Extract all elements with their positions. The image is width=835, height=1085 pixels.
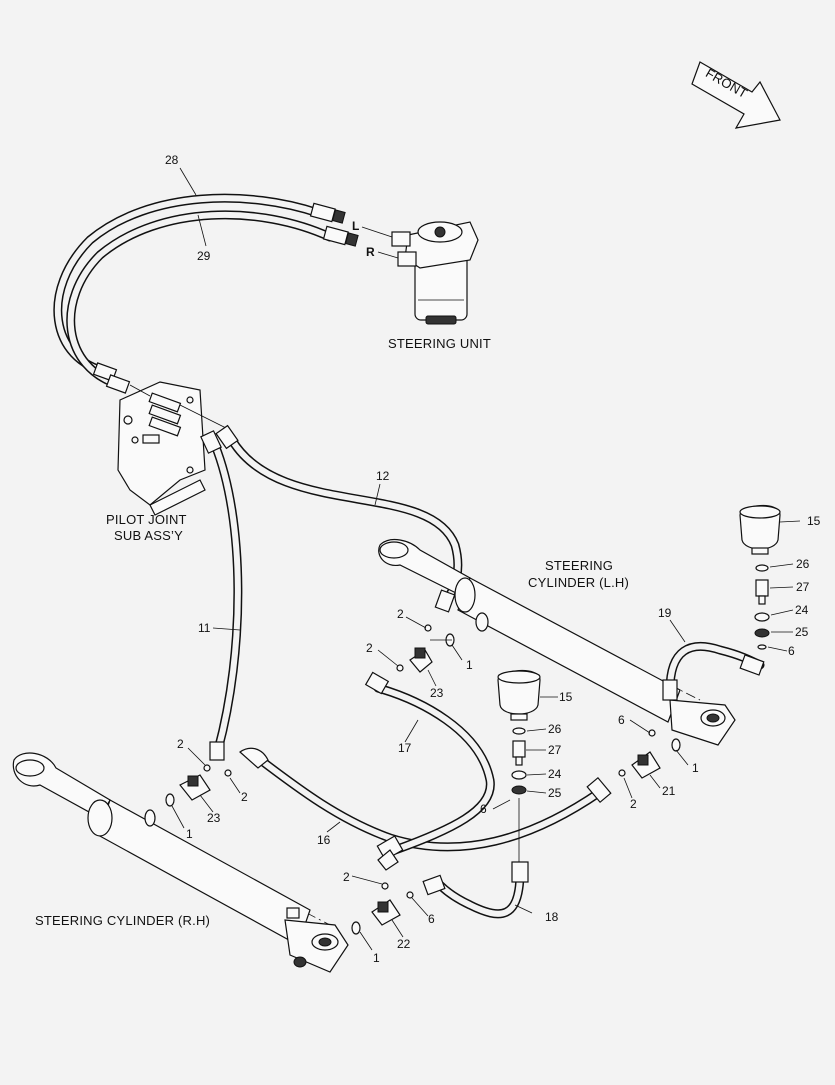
callout-2e: 2 bbox=[241, 790, 248, 804]
port-label-l: L bbox=[352, 219, 359, 233]
callout-25b: 25 bbox=[548, 786, 562, 800]
callout-27a: 27 bbox=[796, 580, 810, 594]
pilot-joint-bracket bbox=[117, 381, 231, 516]
accumulator-15-upper bbox=[739, 504, 781, 650]
callout-2b: 2 bbox=[366, 641, 373, 655]
accumulator-15-lower bbox=[497, 669, 541, 862]
callout-15b: 15 bbox=[559, 690, 573, 704]
callouts: 28 29 12 11 15 26 27 24 25 6 19 2 1 2 23… bbox=[165, 153, 821, 965]
callout-6c: 6 bbox=[618, 713, 625, 727]
cylinder-lh-title-2: CYLINDER (L.H) bbox=[528, 575, 629, 590]
callout-21: 21 bbox=[662, 784, 676, 798]
front-arrow: FRONT bbox=[691, 61, 781, 129]
leader-lines bbox=[171, 167, 801, 951]
callout-1d: 1 bbox=[373, 951, 380, 965]
callout-24b: 24 bbox=[548, 767, 562, 781]
callout-16: 16 bbox=[317, 833, 331, 847]
callout-1b: 1 bbox=[692, 761, 699, 775]
callout-24a: 24 bbox=[795, 603, 809, 617]
callout-27b: 27 bbox=[548, 743, 562, 757]
callout-17: 17 bbox=[398, 741, 412, 755]
callout-15a: 15 bbox=[807, 514, 821, 528]
steering-cylinder-lh bbox=[378, 538, 736, 746]
callout-1c: 1 bbox=[186, 827, 193, 841]
callout-18: 18 bbox=[545, 910, 559, 924]
callout-29: 29 bbox=[197, 249, 211, 263]
callout-2f: 2 bbox=[343, 870, 350, 884]
callout-23a: 23 bbox=[430, 686, 444, 700]
callout-2a: 2 bbox=[397, 607, 404, 621]
hose-fittings-top bbox=[92, 202, 359, 394]
callout-12: 12 bbox=[376, 469, 390, 483]
hose-28 bbox=[53, 193, 323, 377]
callout-11: 11 bbox=[198, 621, 211, 635]
callout-26b: 26 bbox=[548, 722, 562, 736]
callout-6b: 6 bbox=[480, 802, 487, 816]
hose-17 bbox=[364, 671, 495, 871]
hose-29 bbox=[66, 210, 335, 390]
tee-fitting-23-lower bbox=[165, 764, 232, 807]
port-label-r: R bbox=[366, 245, 375, 259]
pilot-joint-title-1: PILOT JOINT bbox=[106, 512, 187, 527]
hose-18 bbox=[422, 861, 529, 919]
tee-fitting-23-upper bbox=[396, 624, 455, 673]
tee-fitting-21 bbox=[618, 729, 681, 779]
hose-19 bbox=[662, 641, 765, 701]
callout-6d: 6 bbox=[428, 912, 435, 926]
callout-2c: 2 bbox=[630, 797, 637, 811]
steering-cylinder-rh bbox=[12, 752, 349, 973]
callout-25a: 25 bbox=[795, 625, 809, 639]
callout-23b: 23 bbox=[207, 811, 221, 825]
callout-28: 28 bbox=[165, 153, 179, 167]
callout-2d: 2 bbox=[177, 737, 184, 751]
cylinder-rh-title: STEERING CYLINDER (R.H) bbox=[35, 913, 210, 928]
callout-6a: 6 bbox=[788, 644, 795, 658]
callout-1a: 1 bbox=[466, 658, 473, 672]
callout-19: 19 bbox=[658, 606, 672, 620]
hose-11 bbox=[200, 430, 243, 761]
tee-fitting-22 bbox=[351, 882, 414, 935]
callout-22: 22 bbox=[397, 937, 411, 951]
hose-12 bbox=[215, 424, 463, 613]
steering-unit: L R bbox=[352, 219, 479, 325]
steering-unit-title: STEERING UNIT bbox=[388, 336, 491, 351]
callout-26a: 26 bbox=[796, 557, 810, 571]
pilot-joint-title-2: SUB ASS’Y bbox=[114, 528, 183, 543]
cylinder-lh-title-1: STEERING bbox=[545, 558, 613, 573]
